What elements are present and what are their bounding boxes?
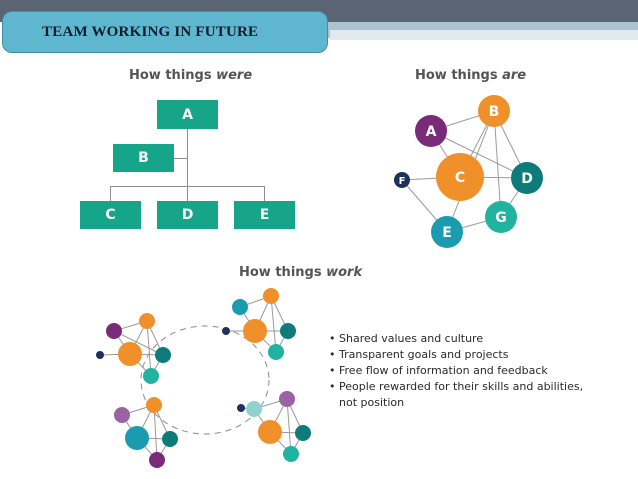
network-label-d: D	[521, 171, 533, 187]
org-box-c: C	[80, 201, 141, 229]
network-node-e	[431, 216, 463, 248]
network-label-a: A	[426, 124, 437, 140]
list-item: Transparent goals and projects	[329, 347, 583, 363]
network-node-a	[415, 115, 447, 147]
org-box-b: B	[113, 144, 174, 172]
network-node-b	[478, 95, 510, 127]
network-label-f: F	[399, 176, 406, 187]
list-item: People rewarded for their skills and abi…	[329, 379, 583, 395]
list-item: Shared values and culture	[329, 331, 583, 347]
connector-line	[110, 186, 111, 201]
heading-work: How things work	[239, 265, 363, 280]
connector-line	[110, 186, 265, 187]
connector-line	[174, 158, 187, 159]
heading-are: How things are	[415, 68, 527, 83]
connector-line	[264, 186, 265, 201]
list-item-continuation: not position	[339, 396, 405, 409]
network-label-e: E	[442, 225, 452, 241]
org-box-e: E	[234, 201, 295, 229]
page-title: TEAM WORKING IN FUTURE	[42, 24, 259, 40]
network-label-g: G	[495, 210, 507, 226]
dashed-loop	[140, 325, 270, 435]
title-box	[2, 11, 328, 53]
connector-line	[187, 129, 188, 201]
list-item: Free flow of information and feedback	[329, 363, 583, 379]
heading-were: How things were	[129, 68, 253, 83]
org-box-d: D	[157, 201, 218, 229]
header-accent-band-light	[330, 30, 638, 40]
network-label-b: B	[489, 104, 500, 120]
network-node-g	[485, 201, 517, 233]
principles-list: Shared values and culture Transparent go…	[329, 331, 583, 395]
network-label-c: C	[455, 170, 465, 186]
org-box-a: A	[157, 100, 218, 129]
network-node-c	[436, 153, 484, 201]
network-node-d	[511, 162, 543, 194]
network-node-f	[394, 172, 410, 188]
